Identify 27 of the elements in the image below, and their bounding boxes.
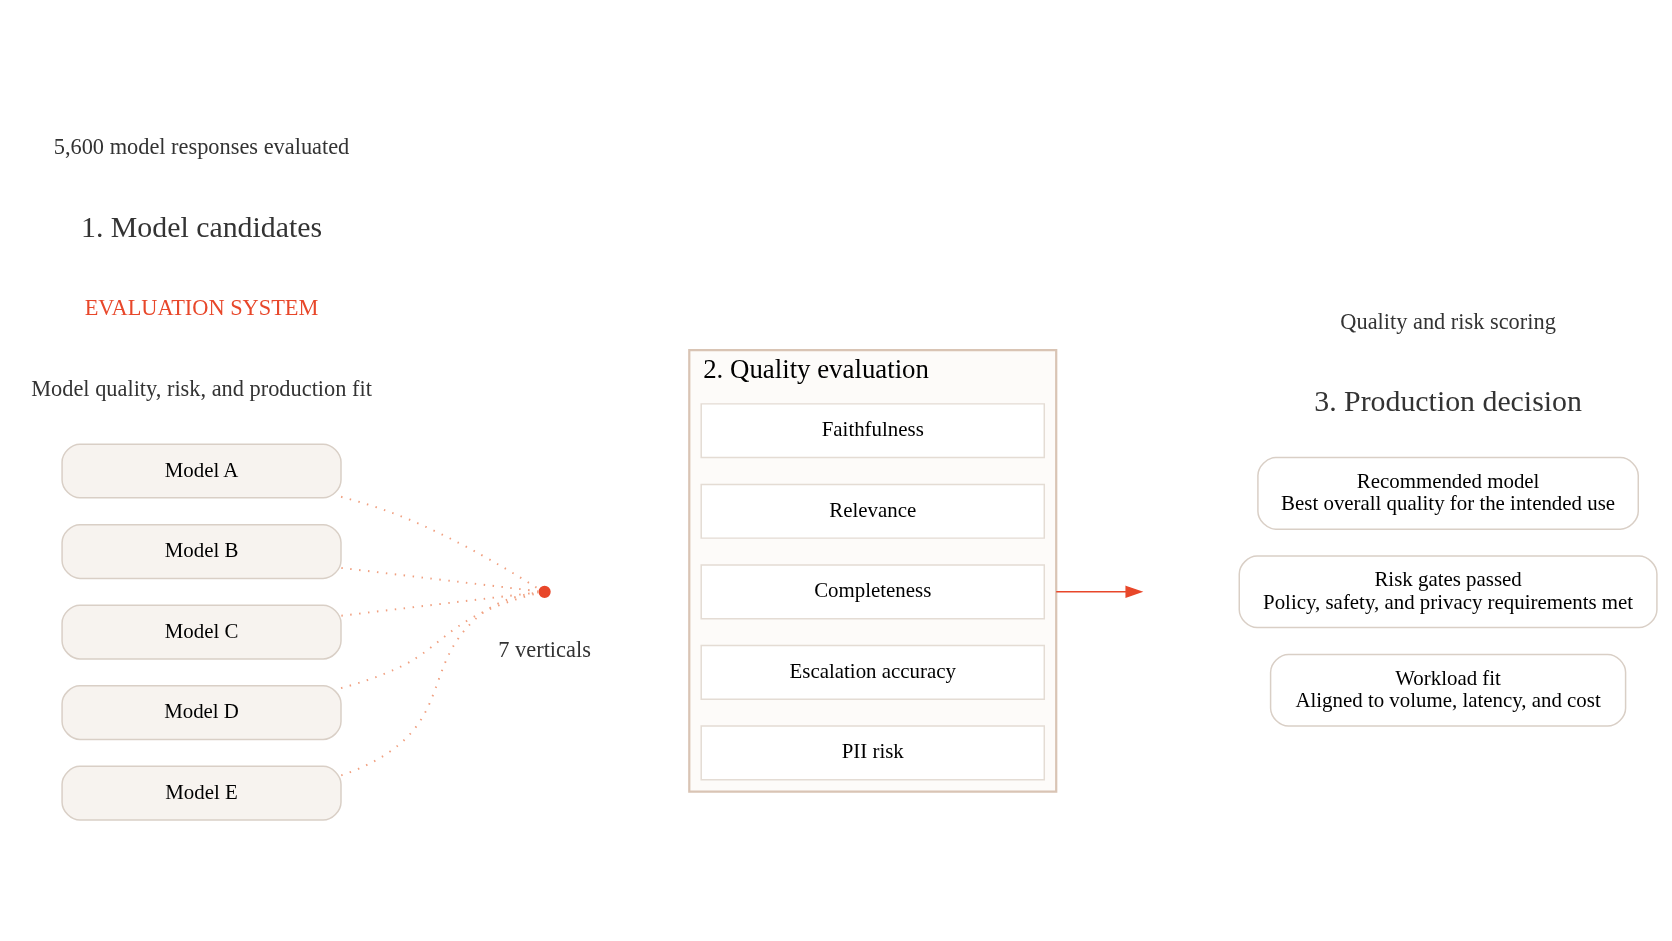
node-box: Escalation accuracy — [700, 644, 1046, 700]
connector — [340, 495, 541, 590]
node-box: Risk gates passed Policy, safety, and privacy requirements met — [1238, 554, 1658, 628]
node-box: Model E — [61, 765, 342, 821]
label: 7 verticals — [498, 636, 591, 662]
node-box: Recommended model Best overall quality for the intended use — [1257, 456, 1639, 530]
node-box: Model D — [61, 684, 342, 740]
node-box: Workload fit Aligned to volume, latency, and cost — [1269, 653, 1627, 727]
arrow — [1055, 585, 1144, 598]
connector — [340, 590, 540, 617]
label: Model quality, risk, and production fit — [31, 375, 372, 401]
connector — [340, 566, 540, 592]
node-box: Faithfulness — [700, 402, 1046, 458]
label: Quality and risk scoring — [1340, 308, 1556, 334]
node-box: Completeness — [700, 563, 1046, 619]
node-box: Model B — [61, 523, 342, 579]
label: EVALUATION SYSTEM — [84, 294, 319, 320]
node-box: Relevance — [700, 483, 1046, 539]
label: 5,600 model responses evaluated — [53, 133, 350, 159]
node-box: Model C — [61, 604, 342, 660]
label: 3. Production decision — [1314, 383, 1582, 417]
label: 1. Model candidates — [81, 209, 323, 243]
node-circle — [538, 585, 551, 598]
node-box: Model A — [61, 442, 342, 499]
connector — [340, 590, 540, 776]
node-box: PII risk — [700, 724, 1046, 780]
connector — [340, 591, 540, 689]
